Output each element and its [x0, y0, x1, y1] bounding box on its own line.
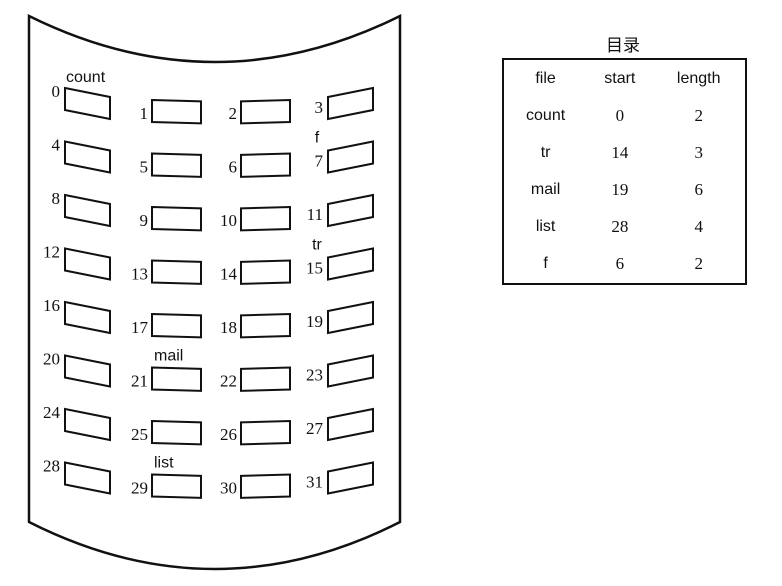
disk-block-22	[240, 366, 291, 392]
block-number-label: 15	[306, 259, 323, 278]
directory-table: file start length count 0 2 tr 14 3 mail…	[502, 58, 747, 285]
disk-block-17	[151, 312, 202, 339]
disk-block-13	[151, 259, 202, 285]
directory-title: 目录	[606, 36, 640, 56]
table-header-row: file start length	[503, 59, 746, 97]
block-number-label: 24	[43, 403, 61, 422]
cell-file: tr	[540, 143, 551, 161]
disk-block-28	[64, 461, 111, 495]
block-number-label: 27	[306, 419, 324, 438]
table-row: mail 19 6	[503, 171, 746, 208]
disk-block-11	[327, 193, 374, 228]
block-number-label: 23	[306, 366, 323, 385]
disk-block-26	[240, 419, 291, 446]
block-number-label: 4	[52, 136, 61, 155]
block-number-label: 26	[220, 425, 237, 444]
block-number-label: 8	[52, 189, 61, 208]
block-number-label: 25	[131, 425, 148, 444]
file-marker-count: count	[66, 69, 106, 86]
disk-block-6	[240, 152, 291, 178]
disk-block-19	[327, 300, 374, 335]
block-number-label: 6	[229, 158, 238, 177]
disk-block-31	[327, 461, 374, 495]
disk-block-3	[327, 86, 374, 121]
column-header-start: start	[604, 69, 636, 87]
block-number-label: 2	[229, 104, 238, 123]
disk-block-23	[327, 354, 374, 388]
table-row: list 28 4	[503, 209, 746, 246]
block-number-label: 20	[43, 350, 60, 369]
block-number-label: 7	[315, 152, 324, 171]
block-number-label: 10	[220, 211, 237, 230]
block-number-label: 13	[131, 265, 148, 284]
disk-block-14	[240, 259, 291, 285]
disk-block-30	[240, 473, 291, 499]
disk-outline	[27, 13, 402, 571]
cell-length: 2	[694, 105, 703, 125]
disk-block-21	[151, 366, 202, 392]
disk-block-27	[327, 407, 374, 442]
file-marker-list: list	[154, 455, 174, 472]
disk-block-10	[240, 205, 291, 232]
disk-block-20	[64, 354, 111, 388]
block-number-label: 3	[315, 98, 324, 117]
cell-length: 4	[694, 217, 703, 237]
disk-block-25	[151, 419, 202, 446]
cell-start: 19	[611, 179, 629, 199]
cell-length: 3	[694, 142, 703, 162]
cell-start: 14	[611, 142, 629, 162]
disk-block-4	[64, 140, 111, 174]
cell-file: count	[526, 106, 566, 124]
file-marker-mail: mail	[154, 348, 183, 365]
block-number-label: 0	[52, 82, 61, 101]
table-row: tr 14 3	[503, 134, 746, 171]
disk-block-8	[64, 193, 111, 228]
block-number-label: 1	[140, 104, 149, 123]
disk-block-1	[151, 98, 202, 125]
disk-block-0	[64, 86, 111, 121]
cell-start: 0	[615, 105, 625, 125]
cell-start: 6	[615, 254, 625, 274]
cell-length: 6	[694, 179, 703, 199]
disk-block-2	[240, 98, 291, 125]
block-number-label: 31	[306, 473, 323, 492]
table-row: count 0 2	[503, 97, 746, 134]
column-header-length: length	[676, 69, 721, 87]
disk-block-5	[151, 152, 202, 178]
cell-file: list	[535, 218, 556, 236]
file-marker-tr: tr	[312, 237, 322, 254]
disk-block-12	[64, 247, 111, 281]
table-row: f 6 2	[503, 246, 746, 284]
disk-block-24	[64, 407, 111, 442]
block-number-label: 22	[220, 372, 237, 391]
disk-block-7	[327, 140, 374, 174]
file-markers: count f tr mail list	[66, 69, 323, 472]
disk-block-29	[151, 473, 202, 499]
file-marker-f: f	[315, 130, 320, 147]
block-number-label: 16	[43, 296, 60, 315]
block-number-label: 29	[131, 479, 148, 498]
column-header-file: file	[535, 69, 556, 87]
cell-file: f	[543, 255, 548, 273]
block-number-label: 17	[131, 318, 149, 337]
block-number-label: 18	[220, 318, 237, 337]
block-number-label: 28	[43, 457, 60, 476]
block-number-label: 30	[220, 479, 237, 498]
block-number-label: 19	[306, 312, 323, 331]
cell-length: 2	[694, 254, 703, 274]
block-number-label: 12	[43, 243, 60, 262]
block-number-label: 9	[140, 211, 149, 230]
block-number-label: 14	[220, 265, 238, 284]
disk-block-16	[64, 300, 111, 335]
cell-file: mail	[530, 180, 561, 198]
cell-start: 28	[611, 217, 629, 237]
block-number-label: 11	[307, 205, 323, 224]
disk-block-15	[327, 247, 374, 281]
disk-block-18	[240, 312, 291, 339]
disk-block-9	[151, 205, 202, 232]
block-number-label: 5	[140, 158, 149, 177]
block-number-label: 21	[131, 372, 148, 391]
